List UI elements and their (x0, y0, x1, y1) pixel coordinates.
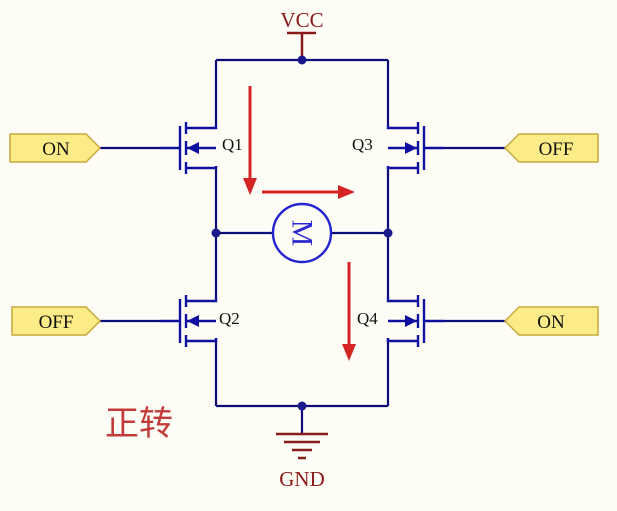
mosfet-q1-icon (160, 122, 218, 174)
gnd-label: GND (279, 467, 325, 491)
motor-label: M (286, 220, 319, 247)
q1-label: Q1 (222, 135, 243, 154)
input-tag-q2-text: OFF (39, 312, 74, 333)
motor-icon: M (271, 202, 333, 264)
arrow-down-right-icon (342, 262, 356, 361)
mosfet-q4-icon (386, 295, 444, 347)
q2-label: Q2 (219, 309, 240, 328)
caption-title: 正转 (105, 404, 173, 444)
q4-label: Q4 (357, 309, 378, 328)
mosfet-q3-icon (386, 122, 444, 174)
input-tag-q3-text: OFF (539, 139, 574, 160)
junction-nodes (211, 55, 393, 411)
node-right-mid (383, 228, 393, 238)
node-gnd (297, 401, 307, 411)
input-tag-q4: ON (503, 306, 599, 336)
current-flow-arrows (243, 86, 356, 361)
input-tag-q1-text: ON (42, 139, 70, 160)
input-tag-q2: OFF (11, 306, 102, 336)
arrow-down-left-icon (243, 86, 257, 195)
input-tag-q3: OFF (503, 133, 599, 163)
node-left-mid (211, 228, 221, 238)
mosfet-q2-icon (160, 295, 218, 347)
vcc-label: VCC (280, 8, 323, 32)
arrow-right-icon (262, 185, 355, 199)
ground-icon (276, 432, 328, 460)
circuit-wires (100, 58, 505, 434)
input-tag-q4-text: ON (537, 312, 565, 333)
node-vcc (297, 55, 307, 65)
input-tag-q1: ON (9, 133, 102, 163)
q3-label: Q3 (352, 135, 373, 154)
